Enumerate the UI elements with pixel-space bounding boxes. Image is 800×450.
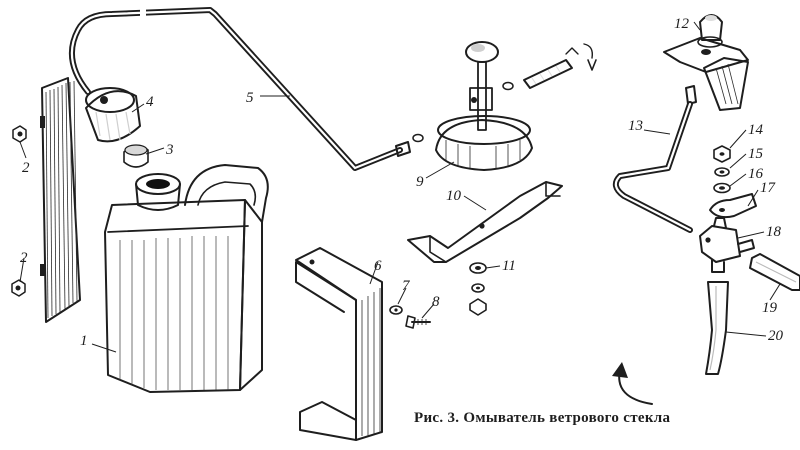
reservoir-canister [104,164,269,393]
label-part-8: 8 [432,294,440,310]
label-part-18: 18 [766,224,782,240]
mounting-panel [40,77,81,323]
spray-nozzle [663,14,749,111]
leader-lines [19,21,781,353]
reservoir-cap [85,87,141,143]
label-part-17: 17 [760,180,777,196]
label-part-9: 9 [416,174,424,190]
label-part-4: 4 [146,94,154,110]
rotation-arrow [612,362,653,405]
suction-tube [69,6,411,171]
label-part-1: 1 [80,333,88,349]
figure-caption: Рис. 3. Омыватель ветрового стекла [414,410,671,426]
label-part-7: 7 [402,278,411,294]
label-part-14: 14 [748,122,764,138]
washer-pump [412,41,597,171]
label-part-16: 16 [748,166,764,182]
label-part-20: 20 [768,328,784,344]
pump-bracket [407,181,563,263]
fastener-set-11 [469,262,487,316]
label-part-2-lower: 2 [20,250,28,266]
label-part-19: 19 [762,300,778,316]
screw-8 [405,315,431,329]
nut-2-lower [11,279,26,297]
label-part-10: 10 [446,188,462,204]
washer-15 [714,167,730,177]
nut-2-upper [12,125,27,143]
cap-nut [123,144,149,168]
label-part-13: 13 [628,118,643,134]
hose-19 [749,253,800,291]
label-part-6: 6 [374,258,382,274]
label-part-3: 3 [165,142,174,158]
label-part-11: 11 [502,258,516,274]
reservoir-bracket [295,247,383,441]
tee-fitting [699,217,755,273]
label-part-2-upper: 2 [22,160,30,176]
label-part-12: 12 [674,16,690,32]
label-part-5: 5 [246,90,254,106]
tee-bracket [709,193,757,219]
part-labels: 1 2 2 3 4 5 6 7 8 9 10 11 12 13 14 15 16… [20,16,784,349]
label-part-15: 15 [748,146,764,162]
nut-14 [713,145,731,163]
hose-20 [705,281,729,375]
washer-16 [713,182,731,194]
delivery-tube [612,85,697,233]
washer-7 [389,305,403,315]
